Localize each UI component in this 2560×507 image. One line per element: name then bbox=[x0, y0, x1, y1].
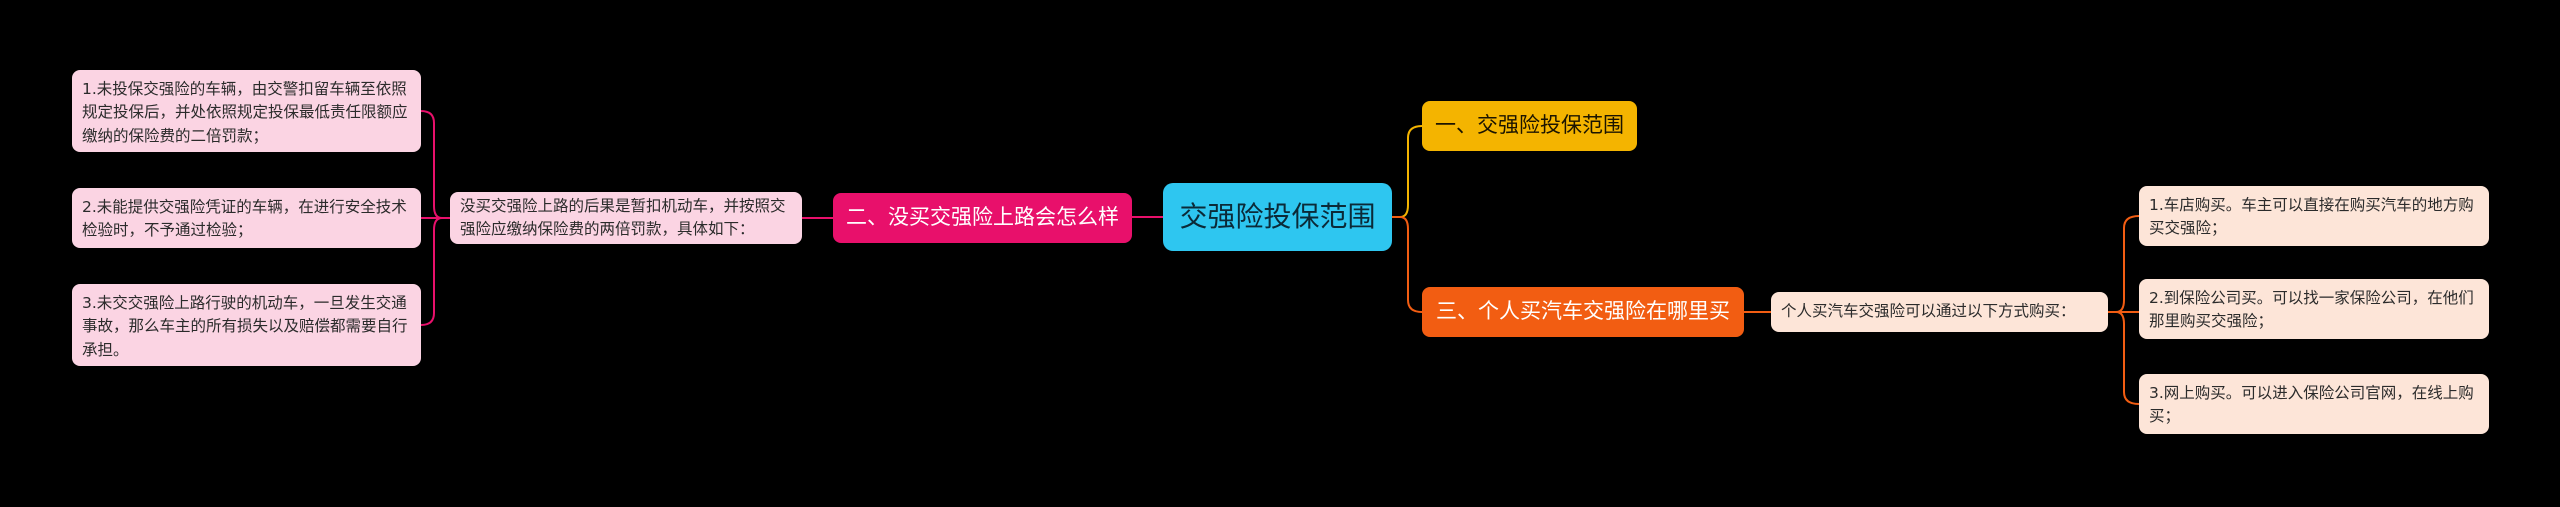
where-to-buy-item-2[interactable]: 2.到保险公司买。可以找一家保险公司，在他们那里购买交强险； bbox=[2139, 279, 2489, 339]
link-summary-item3 bbox=[2108, 311, 2140, 405]
where-to-buy-item-3[interactable]: 3.网上购买。可以进入保险公司官网，在线上购买； bbox=[2139, 374, 2489, 434]
consequence-item-2[interactable]: 2.未能提供交强险凭证的车辆，在进行安全技术检验时，不予通过检验； bbox=[72, 188, 421, 248]
link-root-branch2 bbox=[1392, 216, 1423, 313]
consequence-summary[interactable]: 没买交强险上路的后果是暂扣机动车，并按照交强险应缴纳保险费的两倍罚款，具体如下： bbox=[450, 192, 802, 244]
link-summary-item1 bbox=[2108, 215, 2140, 313]
where-to-buy-item-1[interactable]: 1.车店购买。车主可以直接在购买汽车的地方购买交强险； bbox=[2139, 186, 2489, 246]
branch-node-insurance-scope[interactable]: 一、交强险投保范围 bbox=[1422, 101, 1637, 151]
consequence-item-1[interactable]: 1.未投保交强险的车辆，由交警扣留车辆至依照规定投保后，并处依照规定投保最低责任… bbox=[72, 70, 421, 152]
link-left-summary-item3 bbox=[420, 217, 450, 326]
consequence-item-3[interactable]: 3.未交交强险上路行驶的机动车，一旦发生交通事故，那么车主的所有损失以及赔偿都需… bbox=[72, 284, 421, 366]
branch-node-where-to-buy[interactable]: 三、个人买汽车交强险在哪里买 bbox=[1422, 287, 1744, 337]
link-left-summary-item1 bbox=[420, 110, 450, 219]
where-to-buy-summary[interactable]: 个人买汽车交强险可以通过以下方式购买： bbox=[1771, 292, 2108, 332]
root-node[interactable]: 交强险投保范围 bbox=[1163, 183, 1392, 251]
link-root-branch1 bbox=[1392, 125, 1423, 218]
branch-node-no-insurance-consequence[interactable]: 二、没买交强险上路会怎么样 bbox=[833, 193, 1132, 243]
